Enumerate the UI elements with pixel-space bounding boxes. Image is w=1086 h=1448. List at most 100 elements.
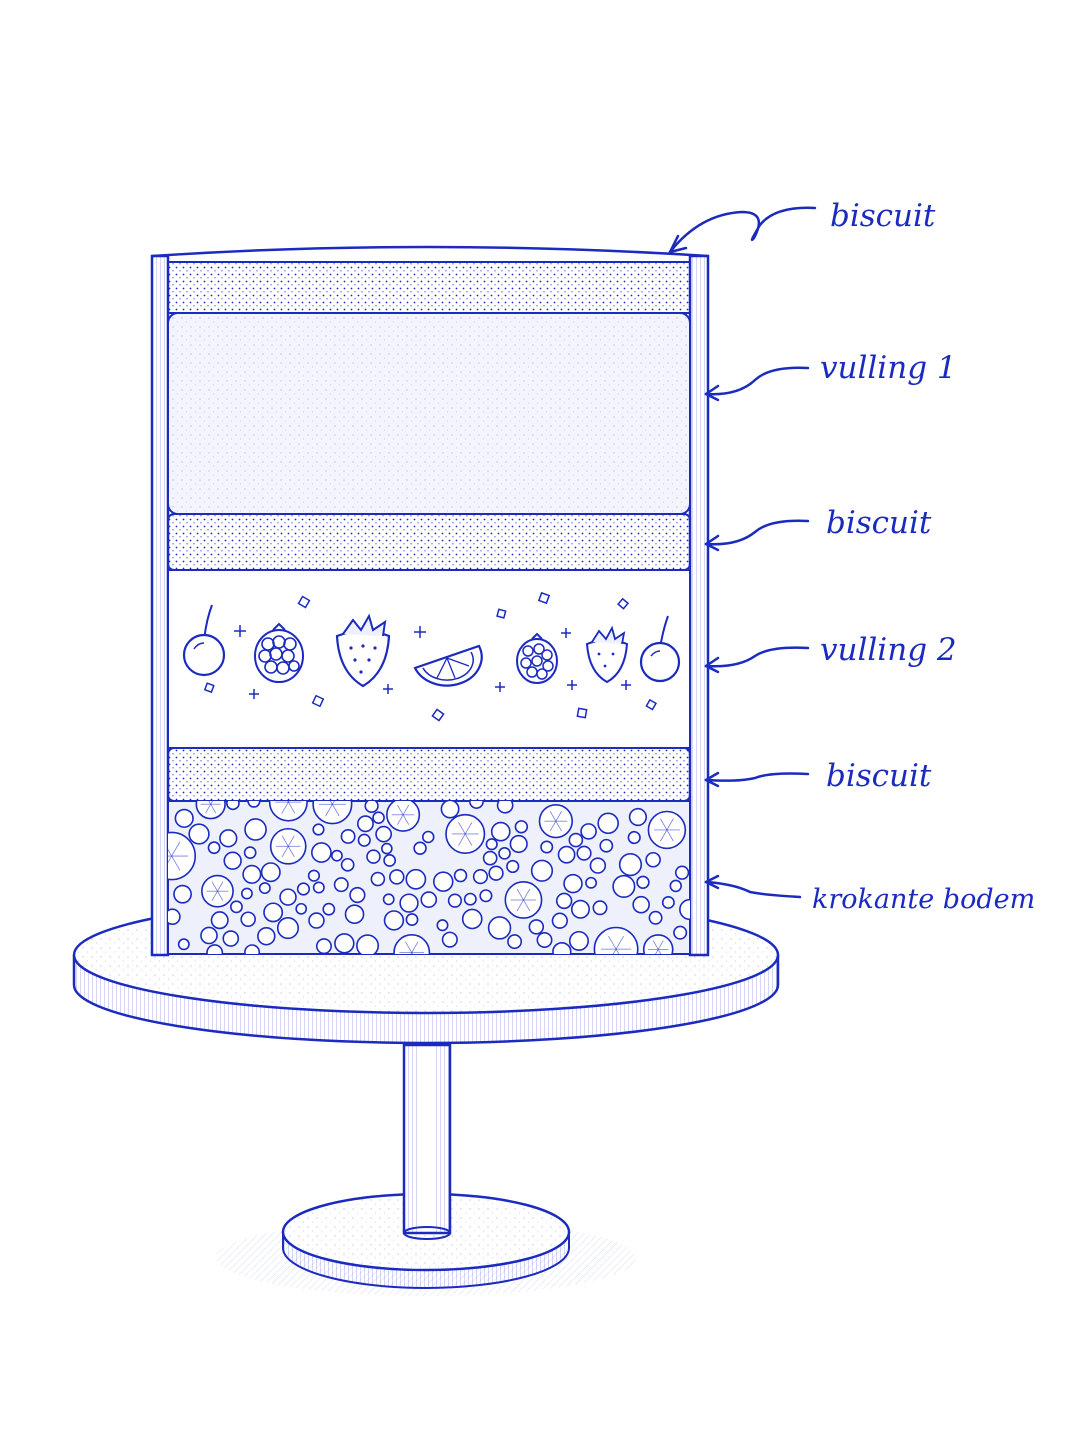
crunch-piece — [263, 902, 284, 923]
crunch-piece — [679, 898, 690, 921]
crunch-piece — [268, 801, 308, 822]
crunch-piece-line — [217, 890, 224, 901]
crunch-piece — [440, 801, 460, 819]
crunch-piece — [340, 828, 356, 844]
crunch-piece — [599, 838, 614, 853]
crunch-piece — [207, 841, 221, 855]
crunch-piece — [296, 882, 311, 896]
crunch-piece — [557, 845, 576, 864]
crunch-piece — [393, 934, 431, 954]
crunch-piece — [330, 849, 343, 862]
crunch-piece-line — [281, 801, 289, 814]
callout-arrow-crunchy-base — [704, 874, 802, 899]
crunch-piece — [308, 912, 325, 929]
layer-top-biscuit — [167, 261, 691, 314]
crunch-piece — [447, 893, 463, 908]
fruit-cherry-icon — [182, 604, 226, 677]
crunch-piece — [168, 908, 181, 925]
crunch-piece-line — [657, 949, 662, 954]
crunch-piece-line — [555, 820, 562, 832]
crunch-piece-line — [211, 890, 218, 901]
crunch-piece — [344, 904, 365, 925]
crunch-piece — [223, 851, 242, 870]
crunch-piece — [349, 886, 366, 904]
crunch-piece-line — [608, 935, 617, 950]
crunch-piece — [612, 874, 636, 898]
crunch-piece — [674, 865, 690, 880]
crunch-piece-line — [405, 941, 413, 953]
crunch-piece — [258, 882, 271, 895]
crunch-piece — [383, 910, 405, 931]
cake-left-side — [150, 254, 170, 957]
crunch-piece — [551, 912, 568, 929]
crunch-piece — [405, 868, 427, 890]
crunch-piece — [244, 944, 261, 954]
crunch-piece — [421, 830, 435, 844]
crunch-piece — [405, 913, 419, 926]
crunch-piece — [673, 925, 688, 940]
crunch-piece-line — [516, 888, 524, 901]
crunch-piece-line — [615, 935, 625, 950]
labels: biscuit vulling 1 biscuit vulling 2 bisc… — [812, 198, 1035, 915]
crunch-piece — [357, 833, 371, 847]
crunch-piece — [364, 801, 379, 814]
crunch-piece — [632, 895, 650, 914]
crunch-piece — [240, 911, 256, 928]
crunch-piece — [276, 917, 299, 940]
crunch-piece — [496, 801, 514, 814]
label-bottom-biscuit: biscuit — [826, 758, 932, 794]
crunch-piece — [375, 825, 393, 843]
callout-arrow-bottom-biscuit — [704, 771, 810, 788]
crunch-piece-line — [281, 846, 289, 858]
callout-arrow-top-biscuit — [668, 206, 817, 254]
crunch-piece — [257, 926, 276, 946]
crunch-piece — [312, 823, 325, 836]
fruit-raspberry-icon-2 — [516, 632, 558, 684]
crunch-piece — [311, 842, 332, 863]
fruit-orange-slice-icon — [413, 644, 483, 687]
crunch-piece — [507, 934, 523, 950]
crunch-piece-line — [217, 881, 224, 892]
crunch-piece — [322, 902, 336, 916]
crunch-piece-line — [171, 855, 181, 871]
crunch-piece — [461, 908, 483, 930]
crunch-piece — [366, 849, 381, 864]
crunch-piece — [487, 916, 512, 940]
crunch-piece — [636, 875, 650, 889]
crunch-piece-line — [612, 948, 617, 954]
crunch-piece — [463, 892, 477, 906]
crunch-piece — [315, 938, 332, 954]
crunch-piece — [580, 823, 597, 840]
crunch-piece — [260, 862, 281, 883]
crunch-piece — [206, 944, 224, 954]
crunchy-base-pattern — [168, 801, 690, 954]
crunch-piece — [399, 893, 419, 913]
crunch-piece — [506, 859, 520, 874]
crunch-piece — [226, 801, 240, 811]
crunch-piece — [173, 884, 192, 904]
crunch-piece-line — [549, 811, 557, 822]
label-crunchy-base: krokante bodem — [812, 884, 1035, 915]
crunch-piece — [242, 864, 262, 884]
crunch-piece-line — [555, 811, 562, 822]
crunch-piece — [334, 933, 355, 954]
sparkle-decorations — [203, 591, 657, 722]
crunch-piece — [576, 845, 592, 861]
crunch-piece-line — [464, 822, 473, 835]
crunch-piece — [618, 852, 643, 877]
crunch-piece-line — [281, 835, 289, 847]
crunch-piece — [247, 801, 261, 808]
crunch-piece-line — [655, 949, 659, 954]
crunch-piece — [563, 873, 583, 894]
crunch-piece-line — [458, 822, 466, 835]
cake-body — [150, 245, 710, 957]
crunch-piece — [372, 811, 385, 825]
crunch-piece — [382, 893, 395, 906]
crunch-piece-line — [660, 818, 668, 831]
crunch-piece — [279, 888, 297, 906]
crunch-piece-line — [211, 881, 218, 892]
crunch-piece-line — [458, 833, 466, 846]
crunch-piece — [485, 838, 498, 851]
crunch-piece — [661, 895, 675, 909]
crunch-piece-line — [168, 848, 173, 857]
